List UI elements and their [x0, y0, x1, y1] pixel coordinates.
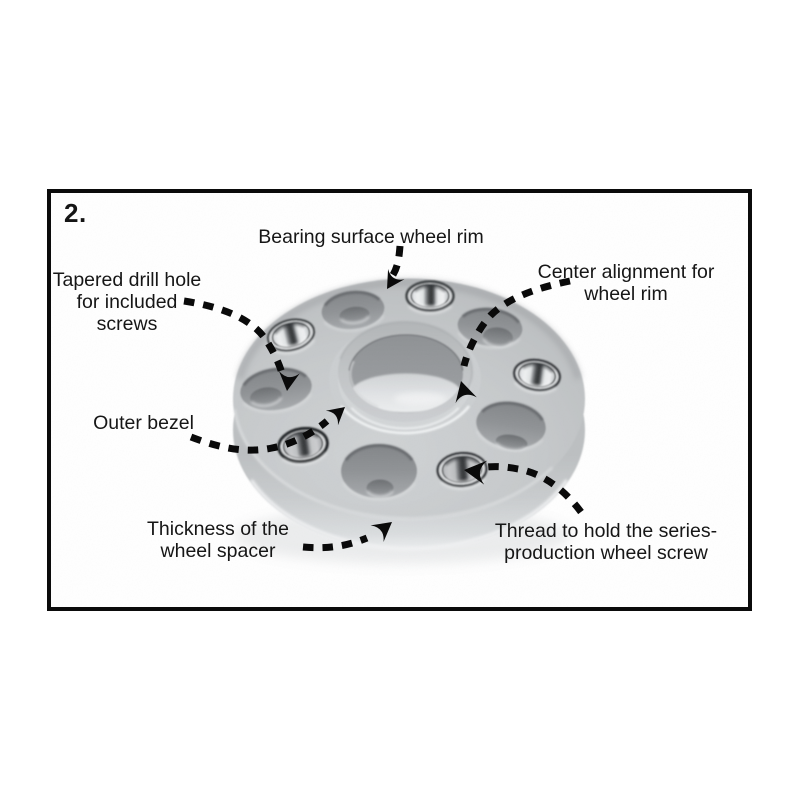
label-center-alignment: Center alignment for wheel rim [538, 261, 715, 305]
arrow-outer-bezel [189, 418, 330, 454]
arrow-center-alignment [460, 277, 571, 367]
arrow-heads [278, 269, 488, 542]
label-thread: Thread to hold the series- production wh… [495, 520, 717, 564]
diagram-frame: 2. Bearing surface wheel rim Tapered dri… [47, 189, 752, 611]
arrowhead-thread [464, 460, 488, 485]
label-thickness: Thickness of the wheel spacer [147, 518, 289, 562]
arrow-thickness [302, 534, 369, 552]
arrow-bearing-surface [388, 245, 404, 281]
label-line: wheel rim [584, 283, 668, 305]
arrow-thread [479, 463, 584, 515]
label-outer-bezel: Outer bezel [93, 412, 194, 434]
wheel-spacer-illustration [51, 193, 748, 607]
photo-grain-overlay [51, 193, 748, 607]
label-line: for included [76, 291, 178, 313]
label-line: Center alignment for [537, 261, 715, 283]
figure-number: 2. [64, 198, 87, 228]
label-line: Thickness of the [147, 518, 289, 540]
label-line: Thread to hold the series- [494, 520, 718, 542]
label-line: production wheel screw [504, 542, 708, 564]
arrowhead-bearing-surface [387, 269, 405, 289]
label-line: Outer bezel [93, 412, 194, 434]
arrow-tapered-hole [183, 297, 287, 378]
label-line: Tapered drill hole [52, 269, 202, 291]
label-line: Bearing surface wheel rim [258, 226, 484, 248]
callout-arrows [183, 245, 584, 552]
arrowhead-center-alignment [455, 381, 477, 404]
label-line: screws [96, 313, 158, 335]
arrowhead-outer-bezel [325, 407, 345, 426]
label-bearing-surface: Bearing surface wheel rim [258, 226, 483, 248]
label-tapered-hole: Tapered drill hole for included screws [53, 269, 202, 335]
label-line: wheel spacer [160, 540, 276, 562]
arrowhead-tapered-hole [278, 370, 300, 391]
arrowhead-thickness [370, 522, 392, 542]
